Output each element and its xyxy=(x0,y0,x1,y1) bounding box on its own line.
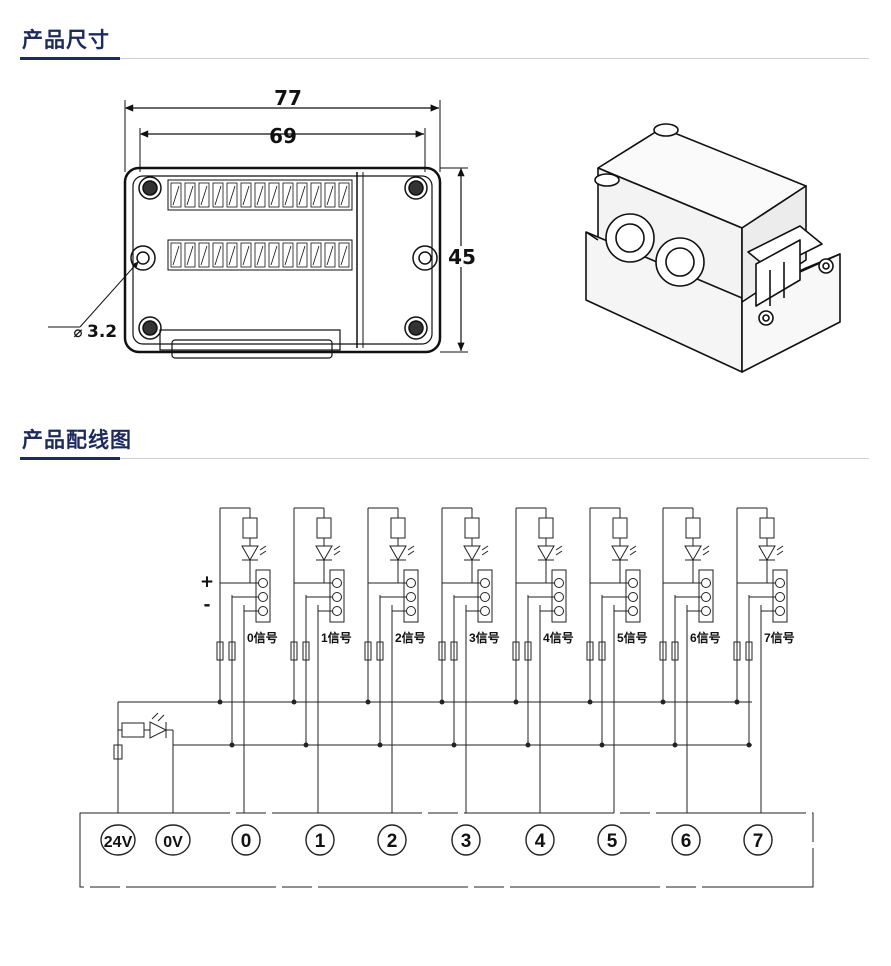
terminal-node: 0 xyxy=(231,824,261,856)
dim-label-hole-diameter: 3.2 xyxy=(87,322,117,342)
signal-label: 7信号 xyxy=(764,630,795,645)
terminal-node: 2 xyxy=(377,824,407,856)
dim-label-inner-width: 69 xyxy=(269,124,297,148)
section-title-dimensions: 产品尺寸 xyxy=(22,28,110,52)
dim-label-height: 45 xyxy=(448,245,476,269)
terminal-node: 7 xyxy=(743,824,773,856)
terminal-box xyxy=(79,812,814,888)
sensor-channel xyxy=(733,507,788,813)
terminal-label: 0 xyxy=(241,831,252,852)
terminal-label: 2 xyxy=(387,831,398,852)
supply-indicator xyxy=(113,702,174,813)
terminal-node: 5 xyxy=(597,824,627,856)
dim-label-outer-width: 77 xyxy=(274,86,302,110)
terminal-label: 3 xyxy=(461,831,472,852)
signal-label: 3信号 xyxy=(469,630,500,645)
signal-label: 2信号 xyxy=(395,630,426,645)
terminal-node: 3 xyxy=(451,824,481,856)
terminal-label: 4 xyxy=(535,831,546,852)
section-accent-bar xyxy=(20,457,120,460)
sensor-channel xyxy=(586,507,641,813)
polarity-minus: - xyxy=(203,595,210,615)
terminal-node: 1 xyxy=(305,824,335,856)
section-title-wiring: 产品配线图 xyxy=(22,428,132,452)
section-divider xyxy=(20,58,869,59)
product-isometric-view xyxy=(585,123,841,373)
terminal-label: 1 xyxy=(315,831,326,852)
terminal-label: 24V xyxy=(104,834,133,851)
sensor-channel xyxy=(512,507,567,813)
terminal-node: 0V xyxy=(155,824,191,856)
signal-label: 5信号 xyxy=(617,630,648,645)
signal-label: 1信号 xyxy=(321,630,352,645)
wiring-labels: 0信号 1信号 2信号 3信号 4信号 5信号 6信号 7信号 24V 0V 0 1 2 3 4 5 6 7 xyxy=(100,630,795,856)
terminal-label: 6 xyxy=(681,831,692,852)
terminal-slots xyxy=(170,182,350,268)
signal-label: 4信号 xyxy=(543,630,574,645)
polarity-plus: + xyxy=(200,572,214,592)
terminal-label: 7 xyxy=(753,831,764,852)
terminal-label: 5 xyxy=(607,831,618,852)
sensor-channel xyxy=(216,507,271,813)
signal-label: 0信号 xyxy=(247,630,278,645)
section-wiring-header: 产品配线图 xyxy=(0,420,891,470)
diameter-symbol: ⌀ xyxy=(73,323,82,341)
terminal-label: 0V xyxy=(163,834,183,851)
sensor-channel xyxy=(364,507,419,813)
sensor-channel xyxy=(290,507,345,813)
top-view-drawing xyxy=(48,100,468,359)
section-dimensions-header: 产品尺寸 xyxy=(0,20,891,70)
section-accent-bar xyxy=(20,57,120,60)
signal-label: 6信号 xyxy=(690,630,721,645)
section-divider xyxy=(20,458,869,459)
wiring-diagram xyxy=(79,507,814,888)
sensor-channel xyxy=(659,507,714,813)
terminal-node: 4 xyxy=(525,824,555,856)
terminal-node: 6 xyxy=(671,824,701,856)
sensor-channel xyxy=(438,507,493,813)
terminal-node: 24V xyxy=(100,824,136,856)
